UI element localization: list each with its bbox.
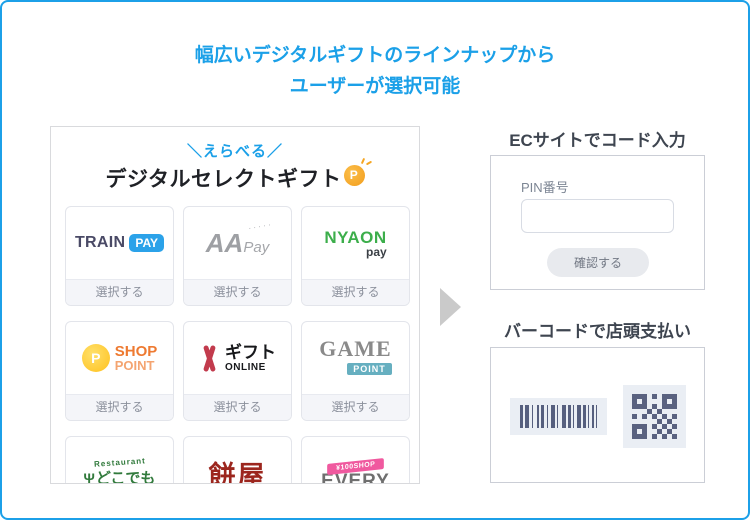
game-wordmark: GAME: [319, 336, 392, 361]
pin-entry-card: PIN番号 確認する: [490, 155, 705, 290]
gift-heading-text: デジタルセレクトギフト: [105, 168, 342, 191]
train-pay-wordmark: TRAIN: [74, 234, 126, 251]
barcode-pay-heading: バーコードで店頭支払い: [504, 322, 691, 341]
mochiya-wordmark: 餅屋: [208, 460, 267, 484]
nyaon-pay-logo: NYAON pay: [302, 207, 409, 279]
tile-every: ¥100SHOP EVERY 選択する: [301, 436, 410, 484]
page-title: 幅広いデジタルギフトのラインナップから ユーザーが選択可能: [2, 40, 748, 102]
aa-pay-sub: Pay: [243, 238, 270, 256]
dokodemo-wordmark: どこでも: [95, 470, 156, 484]
pin-label: PIN番号: [521, 180, 569, 195]
nyaon-wordmark: NYAON: [324, 227, 387, 247]
page-title-line1: 幅広いデジタルギフトのラインナップから: [194, 45, 556, 66]
gift-online-sub: ONLINE: [225, 361, 266, 373]
tile-nyaon-pay: NYAON pay 選択する: [301, 206, 410, 306]
select-button[interactable]: 選択する: [184, 394, 291, 420]
shop-point-wordmark: SHOP: [114, 342, 158, 360]
shop-point-coin-icon: P: [81, 344, 110, 372]
nyaon-sub: pay: [365, 244, 387, 259]
tile-mochiya: 餅屋 選択する: [183, 436, 292, 484]
select-button[interactable]: 選択する: [66, 394, 173, 420]
tile-game-point: GAME POINT 選択する: [301, 321, 410, 421]
page-title-line2: ユーザーが選択可能: [289, 76, 461, 97]
tile-train-pay: TRAIN PAY 選択する: [65, 206, 174, 306]
select-button[interactable]: 選択する: [66, 279, 173, 305]
qr-code-icon: [632, 394, 677, 439]
train-pay-badge: PAY: [129, 234, 165, 252]
barcode-card: [490, 347, 705, 483]
aa-pay-dots-icon: ·····: [247, 218, 274, 233]
select-button[interactable]: 選択する: [302, 279, 409, 305]
gift-tile-grid: TRAIN PAY 選択する ····· AAPay 選択する NYAON: [65, 206, 410, 484]
red-ribbon-icon: [199, 343, 219, 373]
fork-icon: Ψ: [83, 470, 95, 484]
train-pay-logo: TRAIN PAY: [66, 207, 173, 279]
select-button[interactable]: 選択する: [184, 279, 291, 305]
restaurant-dokodemo-logo: Restaurant Ψどこでも: [66, 437, 173, 484]
shop-point-sub: POINT: [114, 357, 155, 373]
tile-gift-online: ギフト ONLINE 選択する: [183, 321, 292, 421]
pin-input[interactable]: [521, 199, 674, 233]
barcode-block: [510, 398, 607, 435]
gift-online-logo: ギフト ONLINE: [184, 322, 291, 394]
arrow-right-icon: [440, 288, 461, 326]
game-point-badge: POINT: [347, 363, 392, 375]
confirm-button[interactable]: 確認する: [547, 248, 649, 277]
every-logo: ¥100SHOP EVERY: [302, 437, 409, 484]
gift-tagline: ＼えらべる／: [186, 143, 283, 160]
restaurant-arc-text: Restaurant: [93, 456, 146, 469]
tile-aa-pay: ····· AAPay 選択する: [183, 206, 292, 306]
point-coin-icon: P: [343, 164, 365, 186]
ec-code-heading: ECサイトでコード入力: [509, 131, 686, 150]
barcode-icon: [519, 405, 598, 428]
select-button[interactable]: 選択する: [302, 394, 409, 420]
mochiya-logo: 餅屋: [184, 437, 291, 484]
shop-point-logo: P SHOP POINT: [66, 322, 173, 394]
game-point-logo: GAME POINT: [302, 322, 409, 394]
qr-block: [623, 385, 686, 448]
tile-shop-point: P SHOP POINT 選択する: [65, 321, 174, 421]
every-wordmark: EVERY: [321, 471, 390, 484]
aa-pay-logo: ····· AAPay: [184, 207, 291, 279]
aa-pay-wordmark: AA: [205, 227, 244, 258]
gift-online-wordmark: ギフト: [225, 342, 276, 362]
tile-restaurant-dokodemo: Restaurant Ψどこでも 選択する: [65, 436, 174, 484]
